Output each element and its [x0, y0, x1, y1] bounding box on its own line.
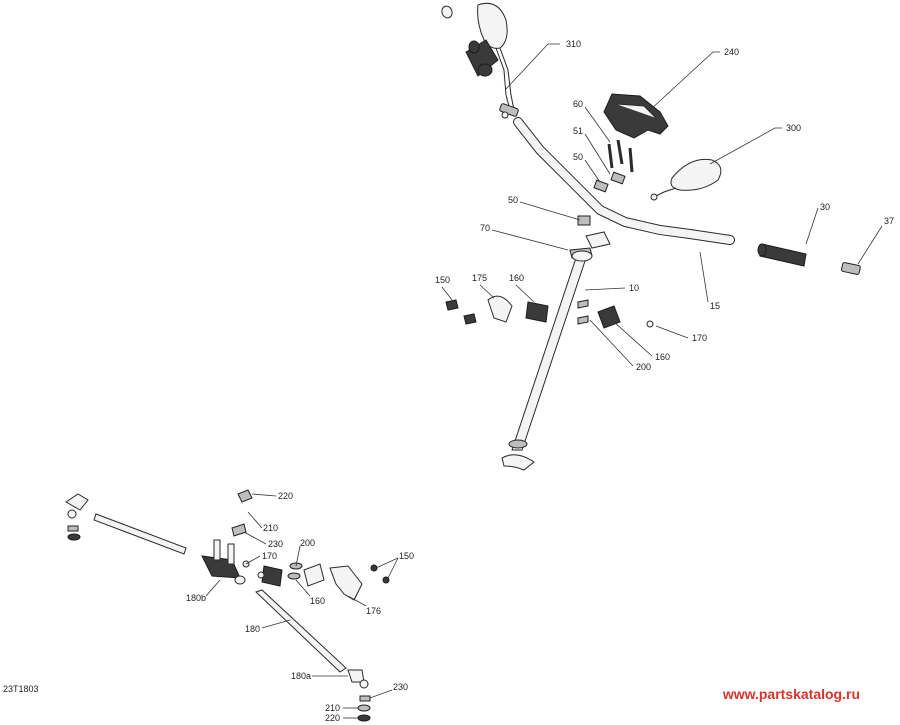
callout-15: 15: [710, 301, 720, 311]
callout-170-upper: 170: [692, 333, 707, 343]
left-grip: [465, 39, 499, 77]
callout-230-lower-top: 230: [268, 539, 283, 549]
callout-50-top: 50: [573, 152, 583, 162]
callout-180a: 180a: [291, 671, 311, 681]
upper-small-parts: [445, 295, 654, 329]
watermark-text[interactable]: www.partskatalog.ru: [722, 686, 860, 702]
callout-180: 180: [245, 624, 260, 634]
drag-link: [255, 589, 371, 722]
callout-300: 300: [786, 123, 801, 133]
upper-leaders: [441, 43, 883, 367]
callout-176: 176: [366, 606, 381, 616]
callout-240: 240: [724, 47, 739, 57]
handlebar: [513, 117, 735, 245]
callout-200-lower: 200: [300, 538, 315, 548]
bar-end: [841, 262, 861, 275]
callout-160-lower: 160: [310, 596, 325, 606]
left-tie-rod: [65, 493, 187, 555]
callout-175: 175: [472, 273, 487, 283]
right-grip: [757, 243, 807, 267]
handlebar-cover: [603, 93, 669, 139]
drawing-code: 23T1803: [3, 684, 39, 694]
callout-10: 10: [629, 283, 639, 293]
callout-150-lower: 150: [399, 551, 414, 561]
steering-block: [201, 489, 253, 585]
callout-180b: 180b: [186, 593, 206, 603]
callout-51: 51: [573, 126, 583, 136]
callout-70: 70: [480, 223, 490, 233]
bracket: [329, 564, 390, 601]
callout-170-lower: 170: [262, 551, 277, 561]
callout-220-lower-top: 220: [278, 491, 293, 501]
callout-160-upper-left: 160: [509, 273, 524, 283]
lower-leaders: [205, 493, 399, 719]
left-mirror: [441, 2, 519, 119]
callout-50-mid: 50: [508, 195, 518, 205]
callout-200-upper: 200: [636, 362, 651, 372]
lower-small-parts: [257, 562, 325, 587]
callout-60: 60: [573, 99, 583, 109]
right-mirror: [650, 158, 722, 201]
callout-210-lower-top: 210: [263, 523, 278, 533]
callout-210-lower-bottom: 210: [325, 703, 340, 713]
callout-160-upper-right: 160: [655, 352, 670, 362]
callout-230-lower-bottom: 230: [393, 682, 408, 692]
callout-150-upper: 150: [435, 275, 450, 285]
callout-37: 37: [884, 216, 894, 226]
callout-310: 310: [566, 39, 581, 49]
steering-column: [501, 250, 593, 471]
callout-30: 30: [820, 202, 830, 212]
callout-220-lower-bottom: 220: [325, 713, 340, 723]
